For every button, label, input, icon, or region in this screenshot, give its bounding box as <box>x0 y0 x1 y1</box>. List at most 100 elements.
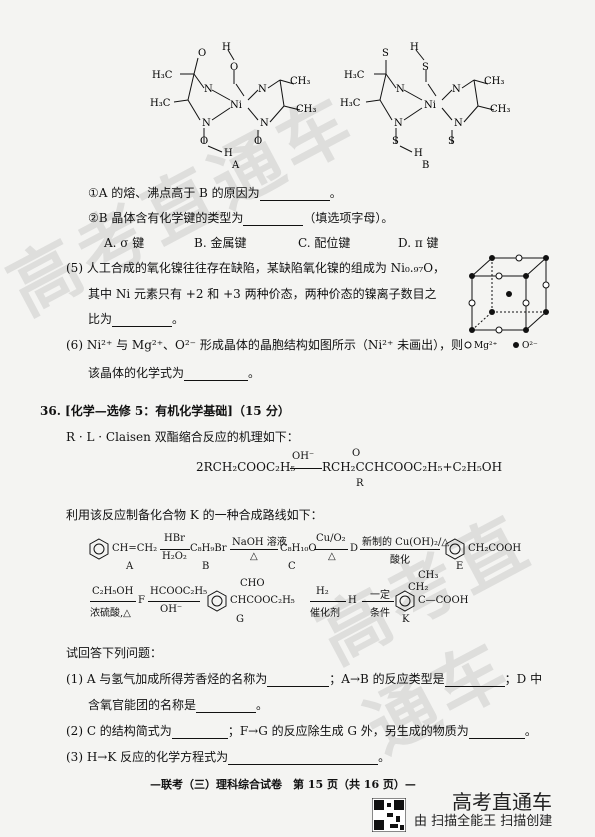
qr-code-icon <box>372 798 406 832</box>
question-3-blank[interactable] <box>228 752 379 765</box>
structure-a-ch3-top: CH₃ <box>290 76 310 87</box>
question-2-text: (2) C 的结构简式为 <box>66 724 172 738</box>
q5-line3-end: 。 <box>172 312 185 326</box>
q6-line2: 该晶体的化学式为。 <box>88 364 260 381</box>
route-r8-bottom: 条件 <box>370 608 390 619</box>
route-r6-top: HCOOC₂H₅ <box>150 586 208 597</box>
route-a-formula: CH=CH₂ <box>112 543 158 554</box>
structure-b-h3c-top: H₃C <box>344 70 365 81</box>
q4-item2-text: ②B 晶体含有化学键的类型为 <box>88 211 244 225</box>
question-1-blank-b[interactable] <box>444 674 505 687</box>
structure-b-n-right-bottom: N <box>454 118 463 129</box>
mechanism-arrow-label: OH⁻ <box>292 451 315 462</box>
questions-prompt: 试回答下列问题： <box>66 646 163 660</box>
q4-item1-end: 。 <box>329 186 342 200</box>
structure-a-h-bottom: H <box>224 148 233 159</box>
route-r2-top: NaOH 溶液 <box>232 537 287 548</box>
structure-a-o-left: O <box>198 48 206 59</box>
structure-b-h3c-bottom: H₃C <box>340 98 361 109</box>
structure-a-h3c-top: H₃C <box>152 70 173 81</box>
route-arrow-2 <box>230 549 278 550</box>
structure-b-h-bottom: H <box>414 148 423 159</box>
structure-b-ni: Ni <box>424 100 436 111</box>
q6-blank[interactable] <box>184 368 249 381</box>
question-1-end: ；D 中 <box>504 672 543 686</box>
structure-b-ch3-top: CH₃ <box>484 76 504 87</box>
question-1-blank-a[interactable] <box>267 674 330 687</box>
question-3-text: (3) H→K 反应的化学方程式为 <box>66 750 229 764</box>
route-a-label: A <box>126 561 134 572</box>
question-1-line2-end: 。 <box>256 698 269 712</box>
q5-line3: 比为 。 <box>88 310 184 327</box>
route-arrow-3 <box>314 549 348 550</box>
route-r2-bottom: △ <box>250 551 258 562</box>
q4-option-d: D. π 键 <box>398 236 439 250</box>
route-r7-bottom: 催化剂 <box>310 608 340 619</box>
mechanism-r: R <box>356 478 364 489</box>
mechanism-right: RCH₂CCHCOOC₂H₅+C₂H₅OH <box>322 460 503 474</box>
structure-b-n-right-top: N <box>452 84 461 95</box>
mechanism-o: O <box>352 448 361 459</box>
route-r8-top: 一定 <box>370 590 390 601</box>
structure-b-label: B <box>422 160 429 170</box>
structure-b-n-left-top: N <box>396 84 405 95</box>
structure-a-n-right-top: N <box>258 84 267 95</box>
route-g-cho: CHO <box>240 578 265 589</box>
question-2: (2) C 的结构简式为；F→G 的反应除生成 G 外，另生成的物质为。 <box>66 722 537 739</box>
structure-b-s-top: S <box>422 62 429 73</box>
question-2-mid: ；F→G 的反应除生成 G 外，另生成的物质为 <box>227 724 469 738</box>
q4-item1: ①A 的熔、沸点高于 B 的原因为。 <box>88 184 342 201</box>
route-f: F <box>138 595 145 606</box>
q5-blank[interactable] <box>112 314 173 327</box>
question-1-line2: 含氧官能团的名称是 。 <box>88 696 268 713</box>
structure-a-ni: Ni <box>230 100 242 111</box>
route-r5-bottom: 浓硫酸,△ <box>90 608 131 619</box>
q36-heading: 36. [化学—选修 5：有机化学基础]（15 分） <box>40 404 290 418</box>
route-k-label: K <box>402 614 410 625</box>
q4-item2: ②B 晶体含有化学键的类型为 （填选项字母）。 <box>88 209 393 226</box>
route-arrow-6 <box>148 601 200 602</box>
question-1-blank-c[interactable] <box>196 700 257 713</box>
q5-line2: 其中 Ni 元素只有 +2 和 +3 两种价态，两种价态的镍离子数目之 <box>88 287 437 301</box>
q4-item1-blank[interactable] <box>259 188 330 201</box>
structure-b-s-bottom: S <box>392 136 399 147</box>
question-2-blank-b[interactable] <box>468 726 525 739</box>
structure-b-h-top: H <box>410 42 419 53</box>
q4-item2-end: （填选项字母）。 <box>303 211 394 225</box>
q6-line2-text: 该晶体的化学式为 <box>88 366 185 380</box>
route-r4-bottom: 酸化 <box>390 555 410 566</box>
benzene-a-icon <box>89 538 109 560</box>
benzene-k-icon <box>395 590 415 612</box>
question-3-end: 。 <box>378 750 391 764</box>
q6-line1: (6) Ni²⁺ 与 Mg²⁺、O²⁻ 形成晶体的晶胞结构如图所示（Ni²⁺ 未… <box>66 338 464 352</box>
structure-a-h3c-bottom: H₃C <box>150 98 171 109</box>
structure-a-o-bottom: O <box>200 136 208 147</box>
structure-a-n-left-bottom: N <box>202 118 211 129</box>
structure-b-n-left-bottom: N <box>394 118 403 129</box>
crystal-cell: Mg²⁺ O²⁻ <box>464 254 550 351</box>
q4-item2-blank[interactable] <box>243 213 304 226</box>
q4-option-b: B. 金属键 <box>194 236 247 250</box>
question-1-line2-text: 含氧官能团的名称是 <box>88 698 197 712</box>
route-arrow-1 <box>160 549 190 550</box>
q5-line1: (5) 人工合成的氧化镍往往存在缺陷，某缺陷氧化镍的组成为 Ni₀.₉₇O， <box>66 261 446 275</box>
question-1-mid: ；A→B 的反应类型是 <box>329 672 445 686</box>
legend-mg: Mg²⁺ <box>474 341 498 351</box>
mechanism-arrow <box>290 468 322 469</box>
q5-line3-text: 比为 <box>88 312 113 326</box>
route-r3-bottom: △ <box>328 551 336 562</box>
structure-a-n-right-bottom: N <box>260 118 269 129</box>
question-3: (3) H→K 反应的化学方程式为 。 <box>66 748 390 765</box>
question-1-text: (1) A 与氢气加成所得芳香烃的名称为 <box>66 672 268 686</box>
route-r3-top: Cu/O₂ <box>316 533 346 544</box>
question-2-blank-a[interactable] <box>171 726 228 739</box>
q4-option-a: A. σ 键 <box>104 236 145 250</box>
benzene-e-icon <box>445 538 465 560</box>
route-arrow-4 <box>360 549 440 550</box>
structure-a-h-top: H <box>222 42 231 53</box>
structure-b-s-right: S <box>448 136 455 147</box>
route-g-formula: CHCOOC₂H₅ <box>230 595 295 606</box>
route-arrow-8 <box>362 601 394 602</box>
route-h: H <box>348 595 357 606</box>
legend-o: O²⁻ <box>522 341 538 351</box>
